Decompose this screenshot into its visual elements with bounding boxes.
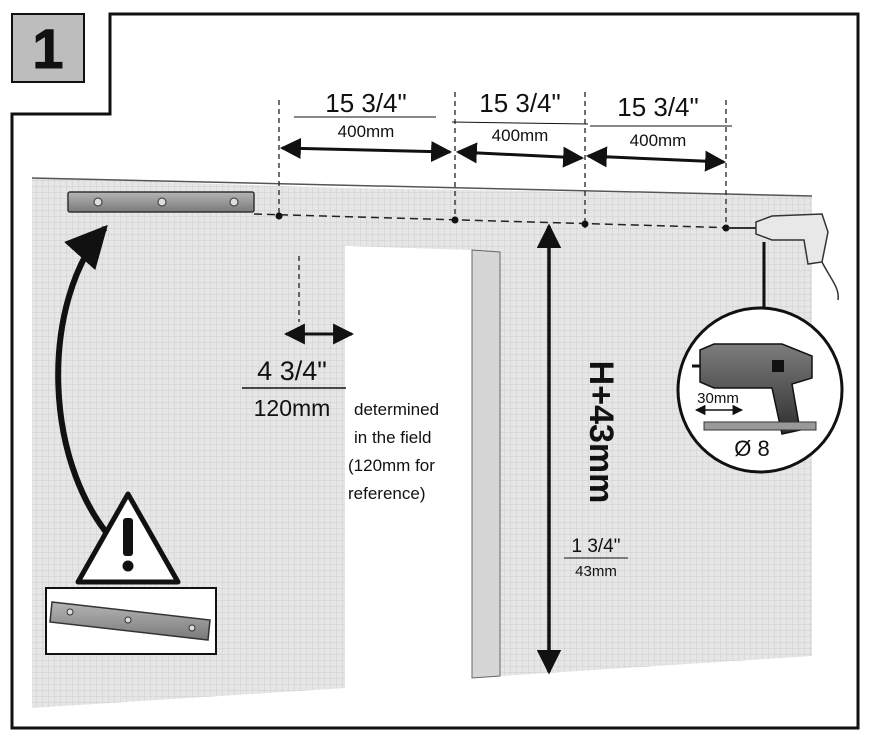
rail-gap-mm: 43mm [575, 563, 617, 580]
wall-right [345, 188, 812, 676]
step-number: 1 [32, 17, 63, 80]
spacing-1-arrow [279, 137, 453, 163]
note-line-4: reference) [348, 484, 425, 503]
step-badge: 1 [11, 13, 85, 83]
spacing-3-arrow [585, 146, 727, 172]
offset-dimension: 4 3/4" 120mm [242, 323, 355, 421]
drill-detail-inset: 30mm Ø 8 [676, 306, 844, 474]
spirit-level [67, 191, 255, 213]
offset-inches: 4 3/4" [257, 356, 327, 386]
spacing-2-inches: 15 3/4" [479, 88, 561, 118]
drill-bit [703, 421, 817, 431]
spacing-2-mm: 400mm [492, 126, 549, 145]
rail-gap-inches: 1 3/4" [571, 536, 620, 557]
doorway-jamb [471, 249, 501, 679]
spacing-3-mm: 400mm [630, 131, 687, 150]
wall-top-edge [31, 177, 813, 197]
level-line [253, 213, 741, 229]
drill-detail-icon [692, 343, 813, 435]
drill-icon [728, 213, 839, 301]
height-dimension: H+43mm 1 3/4" 43mm [536, 223, 628, 675]
note-line-2: in the field [354, 428, 432, 447]
drill-bit-label: Ø 8 [734, 436, 769, 461]
height-label: H+43mm [582, 361, 620, 504]
drill-depth-label: 30mm [697, 390, 739, 407]
spacing-dimensions: 15 3/4" 400mm 15 3/4" 400mm 15 3/4" 400m… [279, 88, 732, 172]
spacing-1-inches: 15 3/4" [325, 88, 407, 118]
warning-pointer-arrow [55, 224, 125, 553]
offset-mm: 120mm [254, 395, 331, 421]
spacing-3-inches: 15 3/4" [617, 92, 699, 122]
spacing-2-arrow [455, 142, 585, 168]
note-line-1: determined [354, 400, 439, 419]
note-line-3: (120mm for [348, 456, 435, 475]
hole-markers [275, 212, 730, 232]
spacing-1-mm: 400mm [338, 122, 395, 141]
warning-sign [75, 491, 181, 585]
level-inset [45, 587, 217, 655]
spacing-2-divider [451, 121, 589, 125]
field-note: determined in the field (120mm for refer… [348, 400, 439, 503]
doorway-opening [345, 246, 472, 690]
